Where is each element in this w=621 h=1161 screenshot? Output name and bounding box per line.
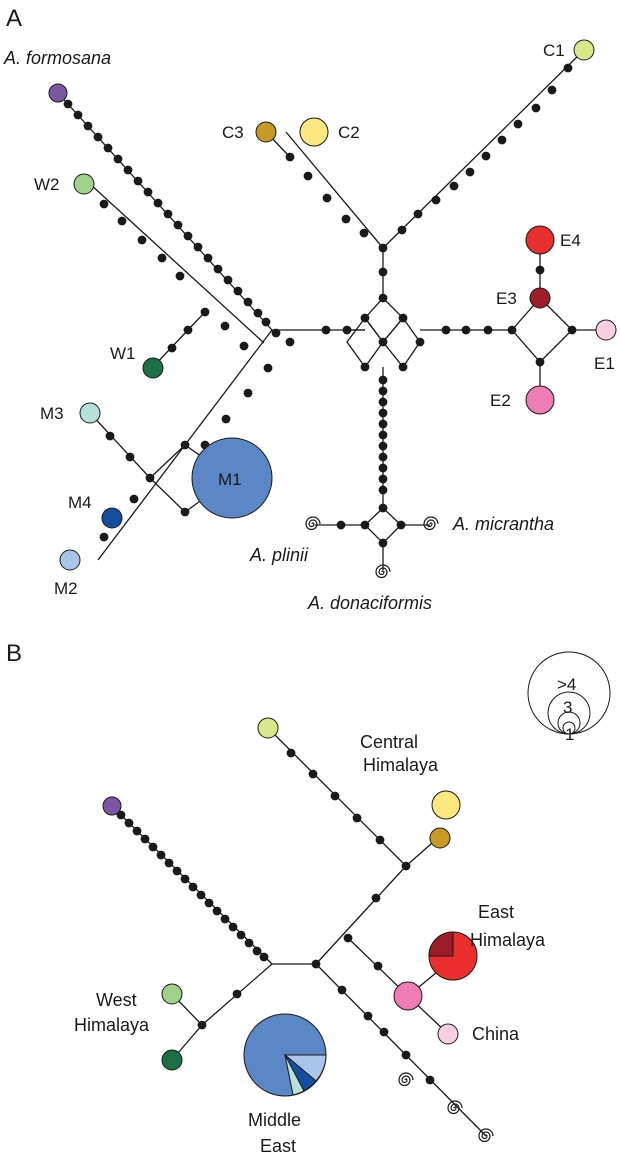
panel-a-edges <box>57 49 606 570</box>
size-legend: >4 3 1 <box>527 651 611 744</box>
spiral-donaciformis <box>375 564 391 579</box>
hap-C3 <box>255 121 277 143</box>
panel-b-haplotypes <box>102 717 478 1097</box>
hap-b-W1 <box>161 1049 183 1071</box>
label-W1: W1 <box>110 344 136 363</box>
spiral-b-2 <box>447 1100 463 1115</box>
panel-a-letter: A <box>6 5 22 32</box>
label-donaciformis: A. donaciformis <box>307 593 432 613</box>
region-east-2: Himalaya <box>470 930 546 950</box>
hap-C2 <box>299 117 329 147</box>
hap-b-E2 <box>393 981 423 1011</box>
panel-a-intermediate-nodes <box>63 63 577 548</box>
region-west-1: West <box>96 990 137 1010</box>
legend-label-large: >4 <box>557 675 576 694</box>
hap-b-middle-east-pie <box>243 1013 327 1097</box>
hap-M4 <box>101 507 123 529</box>
panel-a: A <box>3 5 617 613</box>
label-W2: W2 <box>34 175 60 194</box>
hap-b-C3 <box>429 827 451 849</box>
spiral-b-3 <box>478 1128 494 1143</box>
label-E2: E2 <box>490 391 511 410</box>
hap-C1 <box>573 39 595 61</box>
region-central-2: Himalaya <box>363 755 439 775</box>
region-china: China <box>472 1024 520 1044</box>
label-M2: M2 <box>54 579 78 598</box>
label-formosana: A. formosana <box>3 48 111 68</box>
hap-b-formosana <box>102 796 122 816</box>
label-M3: M3 <box>40 404 64 423</box>
hap-b-E1 <box>437 1023 459 1045</box>
hap-E3 <box>529 287 551 309</box>
hap-E1 <box>595 319 617 341</box>
label-E3: E3 <box>496 289 517 308</box>
hap-E4 <box>525 225 555 255</box>
hap-b-east-pie <box>428 931 478 981</box>
region-east-1: East <box>478 902 514 922</box>
legend-label-small: 1 <box>565 725 574 744</box>
region-central-1: Central <box>360 732 418 752</box>
hap-b-C1 <box>257 717 279 739</box>
label-E1: E1 <box>594 354 615 373</box>
panel-b-outgroup-spirals <box>398 1072 494 1143</box>
hap-W2 <box>73 173 95 195</box>
label-E4: E4 <box>560 231 581 250</box>
panel-b: B >4 3 1 <box>6 640 611 1156</box>
region-middle-1: Middle <box>248 1110 301 1130</box>
panel-a-outgroup-spirals <box>305 516 439 579</box>
label-plinii: A. plinii <box>249 545 309 565</box>
legend-label-mid: 3 <box>563 698 572 717</box>
panel-b-letter: B <box>6 640 22 667</box>
label-M4: M4 <box>68 493 92 512</box>
panel-a-haplotypes <box>48 39 617 571</box>
hap-formosana <box>48 83 68 103</box>
spiral-plinii <box>305 516 321 531</box>
hap-W1 <box>142 357 164 379</box>
region-west-2: Himalaya <box>74 1015 150 1035</box>
spiral-micrantha <box>423 516 439 531</box>
hap-M1 <box>191 437 273 519</box>
label-C1: C1 <box>543 41 565 60</box>
label-C2: C2 <box>338 123 360 142</box>
region-middle-2: East <box>260 1136 296 1156</box>
hap-E2 <box>525 385 555 415</box>
panel-b-region-labels: Central Himalaya East Himalaya West Hima… <box>74 732 546 1156</box>
label-micrantha: A. micrantha <box>452 514 554 534</box>
hap-b-C2 <box>431 790 461 820</box>
panel-b-intermediate-nodes <box>116 748 435 1085</box>
panel-a-labels: A. formosana C1 C3 C2 W2 W1 E4 E3 E1 E2 … <box>3 41 615 613</box>
spiral-b-1 <box>398 1072 414 1087</box>
label-M1: M1 <box>218 470 242 489</box>
label-C3: C3 <box>222 123 244 142</box>
hap-M3 <box>79 402 101 424</box>
hap-M2 <box>59 549 81 571</box>
hap-b-W2 <box>161 983 183 1005</box>
